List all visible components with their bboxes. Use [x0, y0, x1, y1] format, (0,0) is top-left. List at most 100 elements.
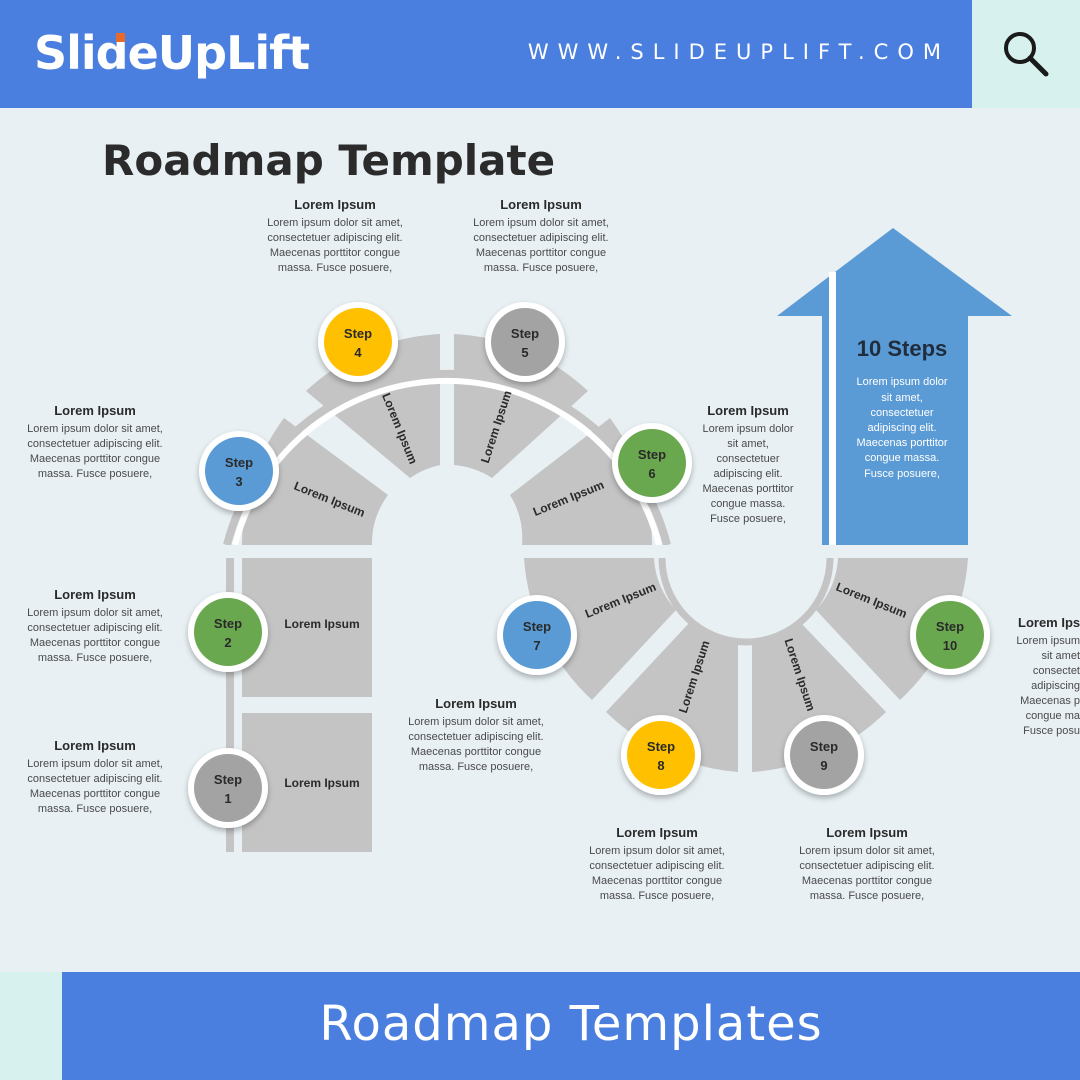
text-line: massa. Fusce posuere,	[277, 262, 393, 274]
step-number: 8	[657, 758, 664, 773]
text-block-heading: Lorem Ipsum	[54, 403, 136, 418]
arrow-line-2: sit amet,	[881, 392, 923, 404]
slideuplift-logo[interactable]: SlideUpLift	[34, 26, 310, 80]
step-number: 5	[521, 345, 528, 360]
step-label: Step	[523, 619, 551, 634]
text-block-heading: Lorem Ipsum	[707, 403, 789, 418]
text-block-step-6: Lorem Ipsum Lorem ipsum dolor sit amet, …	[690, 403, 806, 527]
ten-steps-arrow	[777, 228, 1012, 547]
text-line: Maecenas porttitor congue	[410, 746, 542, 758]
text-block-heading: Lorem Ips	[1018, 615, 1080, 630]
text-line: consectetuer adipiscing elit.	[27, 773, 163, 785]
step-circle-9: Step 9	[784, 715, 864, 795]
rail-lower-left	[226, 558, 234, 852]
step-circle-8: Step 8	[621, 715, 701, 795]
text-line: Maecenas porttitor congue	[29, 788, 161, 800]
text-line: Maecenas porttitor congue	[29, 453, 161, 465]
step-label: Step	[647, 739, 675, 754]
search-button[interactable]	[972, 0, 1080, 108]
segment-label-2: Lorem Ipsum	[284, 617, 359, 631]
step-label: Step	[214, 616, 242, 631]
step-label: Step	[936, 619, 964, 634]
step-label: Step	[810, 739, 838, 754]
step-circle-6: Step 6	[612, 423, 692, 503]
rail-lower-arc	[658, 557, 834, 646]
text-line: Lorem ipsum dolor sit amet,	[408, 716, 544, 728]
text-block-step-2: Lorem Ipsum Lorem ipsum dolor sit amet, …	[14, 587, 176, 666]
text-line: consectetuer adipiscing elit.	[27, 438, 163, 450]
step-number: 6	[648, 466, 655, 481]
text-line: massa. Fusce posuere,	[37, 803, 153, 815]
text-block-step-9: Lorem Ipsum Lorem ipsum dolor sit amet, …	[786, 825, 948, 904]
arrow-line-3: consectetuer	[871, 407, 934, 419]
text-line: Maecenas porttitor congue	[475, 247, 607, 259]
text-line: consectetuer adipiscing elit.	[408, 731, 544, 743]
text-line: Maecenas porttitor	[702, 483, 794, 495]
step-circles: Step1Step2Step3Step4Step5Step6Step7Step8…	[188, 302, 990, 828]
step-label: Step	[638, 447, 666, 462]
text-line: congue massa.	[710, 498, 786, 510]
text-block-heading: Lorem Ipsum	[294, 197, 376, 212]
site-url-link[interactable]: WWW.SLIDEUPLIFT.COM	[527, 40, 950, 64]
logo-accent-dot	[116, 33, 125, 42]
text-line: consectetuer adipiscing elit.	[473, 232, 609, 244]
text-block-step-5: Lorem Ipsum Lorem ipsum dolor sit amet, …	[460, 197, 622, 276]
search-icon	[1004, 32, 1049, 77]
text-line: massa. Fusce posuere,	[599, 890, 715, 902]
text-block-heading: Lorem Ipsum	[54, 738, 136, 753]
text-line: Lorem ipsum	[1016, 635, 1080, 647]
text-line: consectet	[1032, 665, 1080, 677]
step-circle-2: Step 2	[188, 592, 268, 672]
text-block-heading: Lorem Ipsum	[826, 825, 908, 840]
step-number: 7	[533, 638, 540, 653]
text-line: Fusce posuere,	[710, 513, 786, 525]
text-line: Maecenas porttitor congue	[591, 875, 723, 887]
text-line: consectetuer adipiscing elit.	[27, 622, 163, 634]
text-line: Lorem ipsum dolor sit amet,	[589, 845, 725, 857]
arrow-line-4: adipiscing elit.	[867, 422, 936, 434]
text-line: sit amet	[1041, 650, 1080, 662]
text-line: massa. Fusce posuere,	[37, 652, 153, 664]
text-line: Lorem ipsum dolor sit amet,	[27, 607, 163, 619]
text-line: Maecenas porttitor congue	[29, 637, 161, 649]
arrow-line-1: Lorem ipsum dolor	[856, 376, 947, 388]
text-line: massa. Fusce posuere,	[37, 468, 153, 480]
step-number: 2	[224, 635, 231, 650]
roadmap-diagram: Lorem Ipsum Lorem Ipsum Lorem Ipsum Lore…	[188, 228, 1012, 852]
header-bar: SlideUpLift WWW.SLIDEUPLIFT.COM	[0, 0, 972, 108]
step-number: 9	[820, 758, 827, 773]
text-block-heading: Lorem Ipsum	[616, 825, 698, 840]
step-number: 10	[943, 638, 957, 653]
text-line: consectetuer adipiscing elit.	[267, 232, 403, 244]
step-number: 4	[354, 345, 362, 360]
footer-title: Roadmap Templates	[319, 996, 823, 1052]
text-line: adipiscing	[1031, 680, 1080, 692]
step-label: Step	[214, 772, 242, 787]
text-line: consectetuer	[716, 453, 780, 465]
text-line: Lorem ipsum dolor sit amet,	[27, 423, 163, 435]
text-line: Fusce posu	[1023, 725, 1080, 737]
text-block-step-8: Lorem Ipsum Lorem ipsum dolor sit amet, …	[576, 825, 738, 904]
text-block-step-10: Lorem Ips Lorem ipsum sit amet consectet…	[1008, 615, 1080, 739]
step-label: Step	[225, 455, 253, 470]
text-block-step-1: Lorem Ipsum Lorem ipsum dolor sit amet, …	[14, 738, 176, 817]
text-line: sit amet,	[727, 438, 769, 450]
slide-title: Roadmap Template	[102, 136, 556, 185]
step-circle-3: Step 3	[199, 431, 279, 511]
text-line: Lorem ipsum dolor sit amet,	[473, 217, 609, 229]
text-line: Maecenas porttitor congue	[269, 247, 401, 259]
text-line: Lorem ipsum dolor sit amet,	[799, 845, 935, 857]
text-line: consectetuer adipiscing elit.	[799, 860, 935, 872]
text-line: massa. Fusce posuere,	[418, 761, 534, 773]
text-line: Maecenas porttitor congue	[801, 875, 933, 887]
step-circle-10: Step 10	[910, 595, 990, 675]
step-circle-7: Step 7	[497, 595, 577, 675]
text-line: Lorem ipsum dolor sit amet,	[27, 758, 163, 770]
text-line: congue ma	[1025, 710, 1080, 722]
footer-bar: Roadmap Templates	[62, 972, 1080, 1080]
text-block-heading: Lorem Ipsum	[500, 197, 582, 212]
text-block-step-3: Lorem Ipsum Lorem ipsum dolor sit amet, …	[14, 403, 176, 482]
step-number: 3	[235, 474, 242, 489]
text-line: Lorem ipsum dolor sit amet,	[267, 217, 403, 229]
